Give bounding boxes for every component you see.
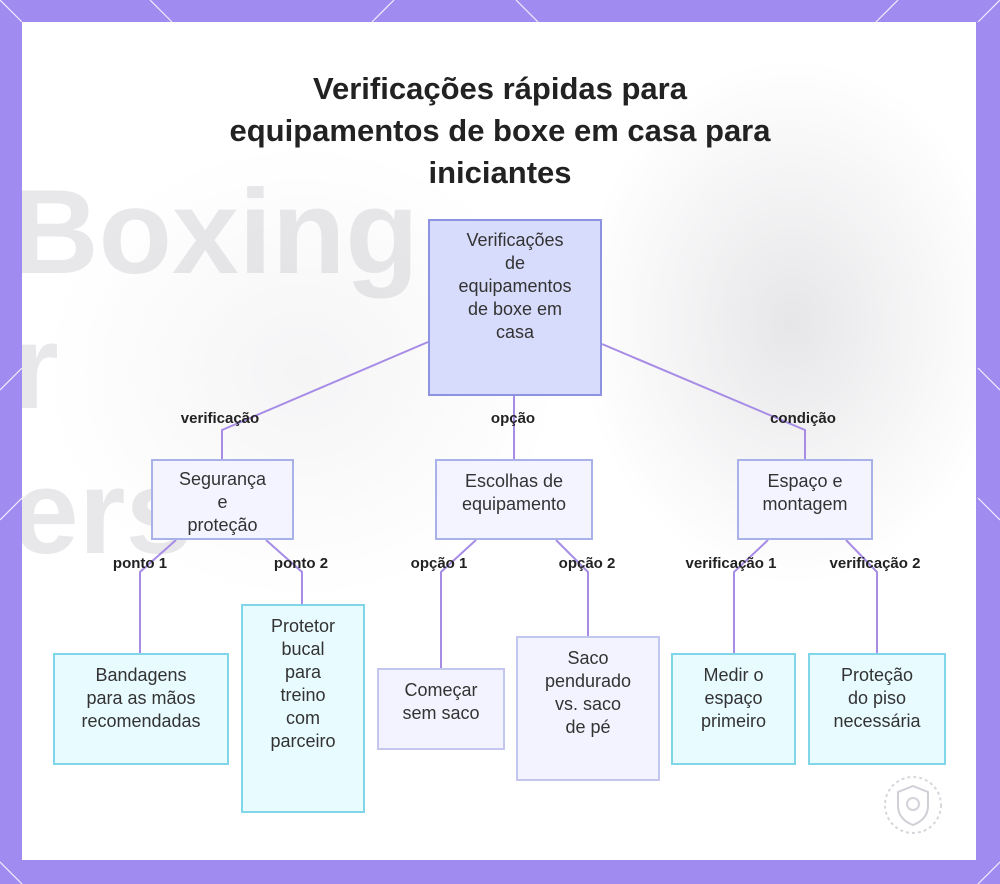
node-line: Proteção (833, 664, 920, 687)
node-line: de pé (545, 716, 631, 739)
connector-safety-mouthguard (266, 540, 302, 605)
connector-root-space (602, 344, 805, 460)
node-line: e (179, 491, 266, 514)
node-comecar-sem-saco: Começar sem saco (377, 668, 505, 750)
node-espaco-montagem: Espaço e montagem (737, 459, 873, 540)
node-medir-espaco: Medir o espaço primeiro (671, 653, 796, 765)
node-line: proteção (179, 514, 266, 537)
node-escolhas-equipamento: Escolhas de equipamento (435, 459, 593, 540)
node-saco-pendurado: Saco pendurado vs. saco de pé (516, 636, 660, 781)
node-line: bucal (270, 638, 335, 661)
node-line: equipamentos (458, 275, 571, 298)
node-line: de (458, 252, 571, 275)
node-line: Medir o (701, 664, 766, 687)
node-line: recomendadas (81, 710, 200, 733)
node-seguranca-protecao: Segurança e proteção (151, 459, 294, 540)
node-line: de boxe em (458, 298, 571, 321)
node-line: equipamento (462, 493, 566, 516)
edge-label-verificacao: verificação (181, 410, 259, 427)
edge-label-verificacao-2: verificação 2 (830, 555, 921, 572)
root-node: Verificações de equipamentos de boxe em … (428, 219, 602, 396)
node-text: Verificações de equipamentos de boxe em … (458, 221, 571, 344)
node-line: primeiro (701, 710, 766, 733)
node-line: Escolhas de (462, 470, 566, 493)
node-line: do piso (833, 687, 920, 710)
node-line: treino (270, 684, 335, 707)
node-text: Proteção do piso necessária (833, 655, 920, 733)
connector-root-safety (222, 342, 428, 460)
node-line: Verificações (458, 229, 571, 252)
edge-label-ponto-1: ponto 1 (113, 555, 167, 572)
shield-watermark-icon (878, 774, 948, 836)
node-text: Começar sem saco (402, 670, 479, 725)
node-text: Saco pendurado vs. saco de pé (545, 638, 631, 739)
node-text: Segurança e proteção (179, 461, 266, 537)
edge-label-condicao: condição (770, 410, 836, 427)
node-text: Bandagens para as mãos recomendadas (81, 655, 200, 733)
node-protecao-piso: Proteção do piso necessária (808, 653, 946, 765)
node-text: Medir o espaço primeiro (701, 655, 766, 733)
edge-label-opcao-1: opção 1 (411, 555, 468, 572)
node-line: sem saco (402, 702, 479, 725)
edge-label-opcao-2: opção 2 (559, 555, 616, 572)
node-line: pendurado (545, 670, 631, 693)
node-line: Bandagens (81, 664, 200, 687)
node-bandagens: Bandagens para as mãos recomendadas (53, 653, 229, 765)
node-line: montagem (762, 493, 847, 516)
edge-label-opcao: opção (491, 410, 535, 427)
node-line: com (270, 707, 335, 730)
node-line: vs. saco (545, 693, 631, 716)
node-line: necessária (833, 710, 920, 733)
node-text: Espaço e montagem (762, 461, 847, 516)
edge-label-verificacao-1: verificação 1 (686, 555, 777, 572)
node-line: para as mãos (81, 687, 200, 710)
node-text: Escolhas de equipamento (462, 461, 566, 516)
node-line: parceiro (270, 730, 335, 753)
node-line: Espaço e (762, 470, 847, 493)
node-line: para (270, 661, 335, 684)
node-line: Começar (402, 679, 479, 702)
edge-label-ponto-2: ponto 2 (274, 555, 328, 572)
node-protetor-bucal: Protetor bucal para treino com parceiro (241, 604, 365, 813)
node-line: Segurança (179, 468, 266, 491)
node-text: Protetor bucal para treino com parceiro (270, 606, 335, 753)
node-line: espaço (701, 687, 766, 710)
node-line: Protetor (270, 615, 335, 638)
node-line: casa (458, 321, 571, 344)
node-line: Saco (545, 647, 631, 670)
